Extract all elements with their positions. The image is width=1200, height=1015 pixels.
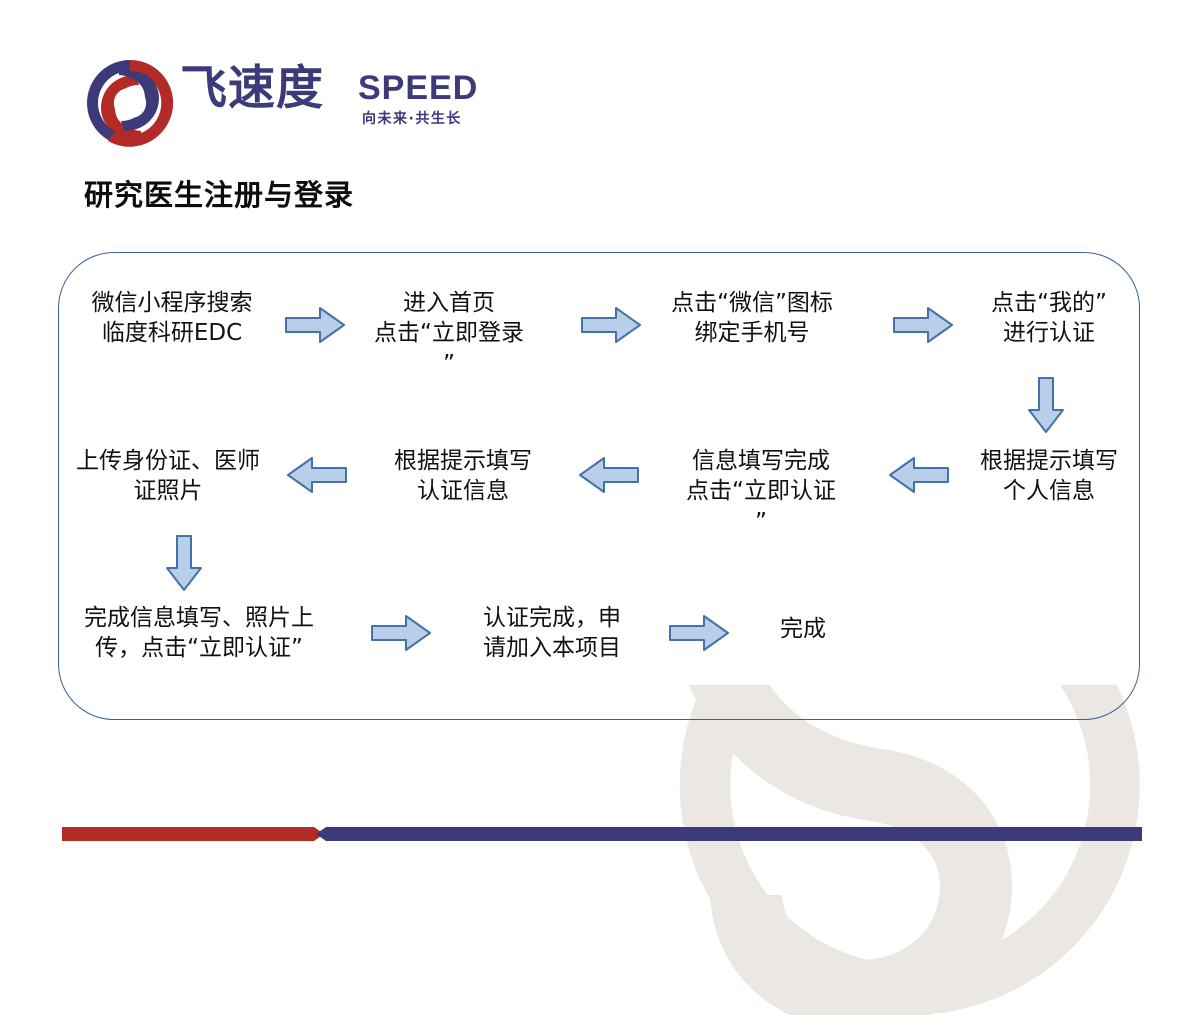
background-watermark — [610, 685, 1170, 1015]
flow-node-11: 完成 — [780, 616, 826, 642]
arrow-right-icon — [668, 614, 730, 652]
flow-node-9: 完成信息填写、照片上 传，点击“立即认证” — [84, 605, 314, 662]
arrow-left-icon — [286, 456, 348, 494]
flow-node-8: 上传身份证、医师 证照片 — [76, 448, 260, 505]
arrow-left-icon — [888, 456, 950, 494]
brand-name-cn: 飞速度 — [180, 61, 324, 116]
footer-bar-red — [62, 827, 324, 841]
arrow-down-icon — [165, 534, 203, 592]
flowchart-panel — [58, 252, 1140, 720]
footer-bar-purple — [316, 827, 1142, 841]
flow-node-2: 进入首页 点击“立即登录 ” — [374, 290, 524, 377]
spiral-s-logo-icon — [84, 57, 176, 149]
flow-node-4: 点击“我的” 进行认证 — [991, 290, 1107, 347]
flow-node-5: 根据提示填写 个人信息 — [980, 448, 1118, 505]
flow-node-3: 点击“微信”图标 绑定手机号 — [671, 290, 833, 347]
arrow-right-icon — [580, 306, 642, 344]
arrow-left-icon — [578, 456, 640, 494]
arrow-down-icon — [1027, 376, 1065, 434]
flow-node-1: 微信小程序搜索 临度科研EDC — [91, 290, 253, 347]
page-title: 研究医生注册与登录 — [84, 178, 355, 212]
arrow-right-icon — [370, 614, 432, 652]
arrow-right-icon — [284, 306, 346, 344]
brand-logo: 飞速度 SPEED 向未来·共生长 — [84, 55, 484, 150]
brand-name-en: SPEED — [358, 69, 479, 107]
flow-node-6: 信息填写完成 点击“立即认证 ” — [686, 448, 836, 535]
brand-tagline: 向未来·共生长 — [362, 111, 462, 127]
arrow-right-icon — [892, 306, 954, 344]
flow-node-7: 根据提示填写 认证信息 — [394, 448, 532, 505]
flow-node-10: 认证完成，申 请加入本项目 — [483, 605, 621, 662]
